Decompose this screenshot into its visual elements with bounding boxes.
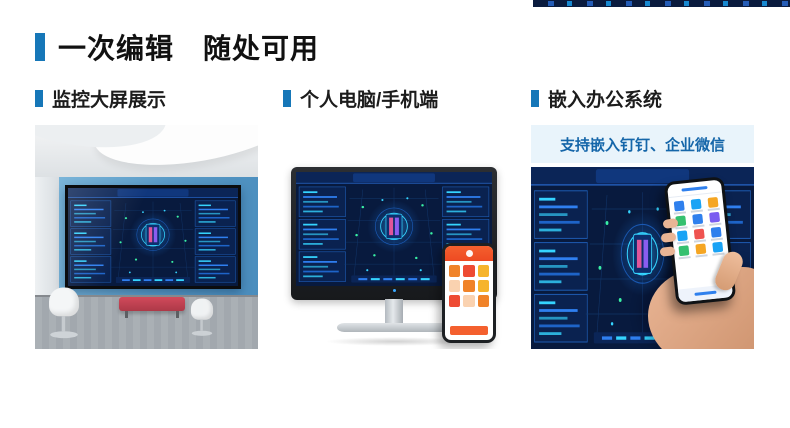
app-tile [463, 280, 475, 292]
app-tile [477, 280, 489, 292]
app-tile [477, 265, 489, 277]
app-logo-icon [465, 250, 473, 257]
app-tile [449, 265, 461, 277]
phone-app-header [445, 246, 493, 261]
wall-tv-dashboard-screenshot [68, 188, 238, 286]
top-edge-fragment [533, 0, 790, 7]
app-tile [463, 295, 475, 307]
section-office-embed: 嵌入办公系统 支持嵌入钉钉、企业微信 [531, 86, 754, 349]
bigscreen-photo [35, 125, 258, 349]
monitor-shadow [325, 337, 465, 346]
app-icon [689, 198, 704, 213]
app-icon [676, 245, 691, 260]
section-bullet-icon [531, 89, 539, 107]
smartphone-screen [445, 246, 493, 340]
page-title: 一次编辑 随处可用 [58, 33, 320, 64]
app-tile [463, 265, 475, 277]
section-label: 监控大屏展示 [52, 89, 167, 111]
app-icon [692, 228, 707, 243]
title-accent-bar-icon [35, 33, 45, 61]
embed-support-banner: 支持嵌入钉钉、企业微信 [531, 125, 754, 163]
section-header-office-embed: 嵌入办公系统 [531, 86, 754, 111]
white-chair [188, 298, 217, 337]
wall-tv [65, 185, 241, 289]
section-bullet-icon [35, 89, 43, 107]
phone-app-grid [445, 261, 493, 326]
app-icon [707, 211, 722, 226]
room-pillar [35, 177, 59, 297]
power-led-icon [392, 289, 396, 292]
section-header-bigscreen: 监控大屏展示 [35, 86, 258, 111]
pc-mobile-photo [283, 125, 506, 349]
room-ceiling [35, 125, 258, 177]
section-monitoring-bigscreen: 监控大屏展示 [35, 86, 258, 349]
section-label: 个人电脑/手机端 [300, 89, 439, 111]
app-tile [449, 280, 461, 292]
monitor-stand-base [337, 323, 451, 332]
red-bench [119, 297, 185, 318]
app-icon [675, 230, 690, 245]
monitor-stand-neck [385, 299, 403, 323]
app-tile [477, 295, 489, 307]
wall-skirting [35, 295, 258, 298]
smartphone [442, 243, 496, 343]
section-header-pc-mobile: 个人电脑/手机端 [283, 86, 506, 111]
app-icon [693, 243, 708, 258]
app-icon [710, 241, 725, 256]
embed-photo [531, 167, 754, 349]
app-icon [690, 213, 705, 228]
app-tile [449, 295, 461, 307]
white-chair [44, 287, 83, 341]
section-label: 嵌入办公系统 [548, 89, 663, 111]
section-bullet-icon [283, 89, 291, 107]
phone-app-footer [450, 326, 488, 335]
section-pc-mobile: 个人电脑/手机端 [283, 86, 506, 349]
app-icon [672, 200, 687, 215]
app-icon [709, 226, 724, 241]
feature-columns: 监控大屏展示 [35, 86, 754, 349]
app-icon [706, 196, 721, 212]
page-title-row: 一次编辑 随处可用 [35, 27, 319, 67]
office-app-icon-grid [668, 192, 729, 263]
